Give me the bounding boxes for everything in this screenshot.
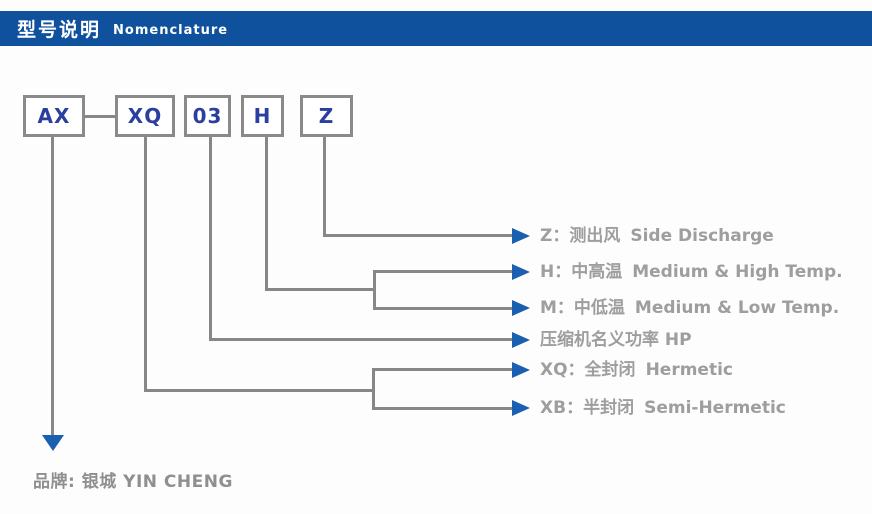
- connector-line: [323, 137, 326, 237]
- connector-line: [372, 368, 512, 371]
- connector-line: [373, 270, 376, 310]
- legend-row-m: M：中低温 Medium & Low Temp.: [540, 297, 839, 319]
- connector-line: [265, 137, 268, 291]
- model-box-xq: XQ: [115, 95, 175, 137]
- arrow-right-icon: [512, 362, 530, 378]
- connector-dash: [85, 115, 115, 118]
- arrow-right-icon: [512, 332, 530, 348]
- connector-line: [209, 137, 212, 341]
- legend-text-en: Medium & Low Temp.: [634, 298, 840, 318]
- connector-line: [209, 338, 512, 341]
- model-code: XQ: [127, 104, 163, 128]
- legend-text-en: Semi-Hermetic: [644, 398, 786, 418]
- connector-line: [372, 368, 375, 410]
- legend-text-en: Medium & High Temp.: [632, 262, 843, 282]
- brand-label: 品牌: 银城 YIN CHENG: [33, 472, 233, 492]
- arrow-right-icon: [512, 264, 530, 280]
- model-box-03: 03: [184, 95, 231, 137]
- legend-row-xb: XB：半封闭 Semi-Hermetic: [540, 397, 786, 419]
- legend-text-cn: Z：测出风: [540, 226, 621, 246]
- connector-line: [373, 270, 512, 273]
- legend-text-en: Hermetic: [645, 360, 733, 380]
- connector-line: [323, 234, 512, 237]
- model-box-z: Z: [300, 95, 353, 137]
- legend-text-cn: XQ：全封闭: [540, 360, 636, 380]
- legend-text-cn: H：中高温: [540, 262, 623, 282]
- model-code: 03: [192, 104, 223, 128]
- model-code: Z: [318, 104, 335, 128]
- legend-text-cn: 压缩机名义功率 HP: [540, 330, 692, 350]
- legend-row-h: H：中高温 Medium & High Temp.: [540, 261, 843, 283]
- legend-row-xq: XQ：全封闭 Hermetic: [540, 359, 733, 381]
- legend-text-en: Side Discharge: [630, 226, 774, 246]
- legend-row-z: Z：测出风 Side Discharge: [540, 225, 774, 247]
- model-code: H: [253, 104, 272, 128]
- connector-line: [51, 137, 54, 435]
- arrow-down-icon: [42, 435, 64, 451]
- connector-line: [144, 137, 147, 392]
- arrow-right-icon: [512, 400, 530, 416]
- connector-line: [144, 389, 374, 392]
- legend-text-cn: XB：半封闭: [540, 398, 635, 418]
- model-box-h: H: [241, 95, 284, 137]
- model-box-ax: AX: [23, 95, 85, 137]
- model-code: AX: [37, 104, 71, 128]
- section-header: 型号说明 Nomenclature: [0, 11, 872, 46]
- connector-line: [265, 288, 375, 291]
- legend-row-hp: 压缩机名义功率 HP: [540, 329, 702, 351]
- legend-text-cn: M：中低温: [540, 298, 625, 318]
- arrow-right-icon: [512, 300, 530, 316]
- arrow-right-icon: [512, 228, 530, 244]
- connector-line: [373, 307, 512, 310]
- connector-line: [372, 407, 512, 410]
- section-title-cn: 型号说明: [17, 19, 102, 41]
- section-title-en: Nomenclature: [113, 22, 229, 38]
